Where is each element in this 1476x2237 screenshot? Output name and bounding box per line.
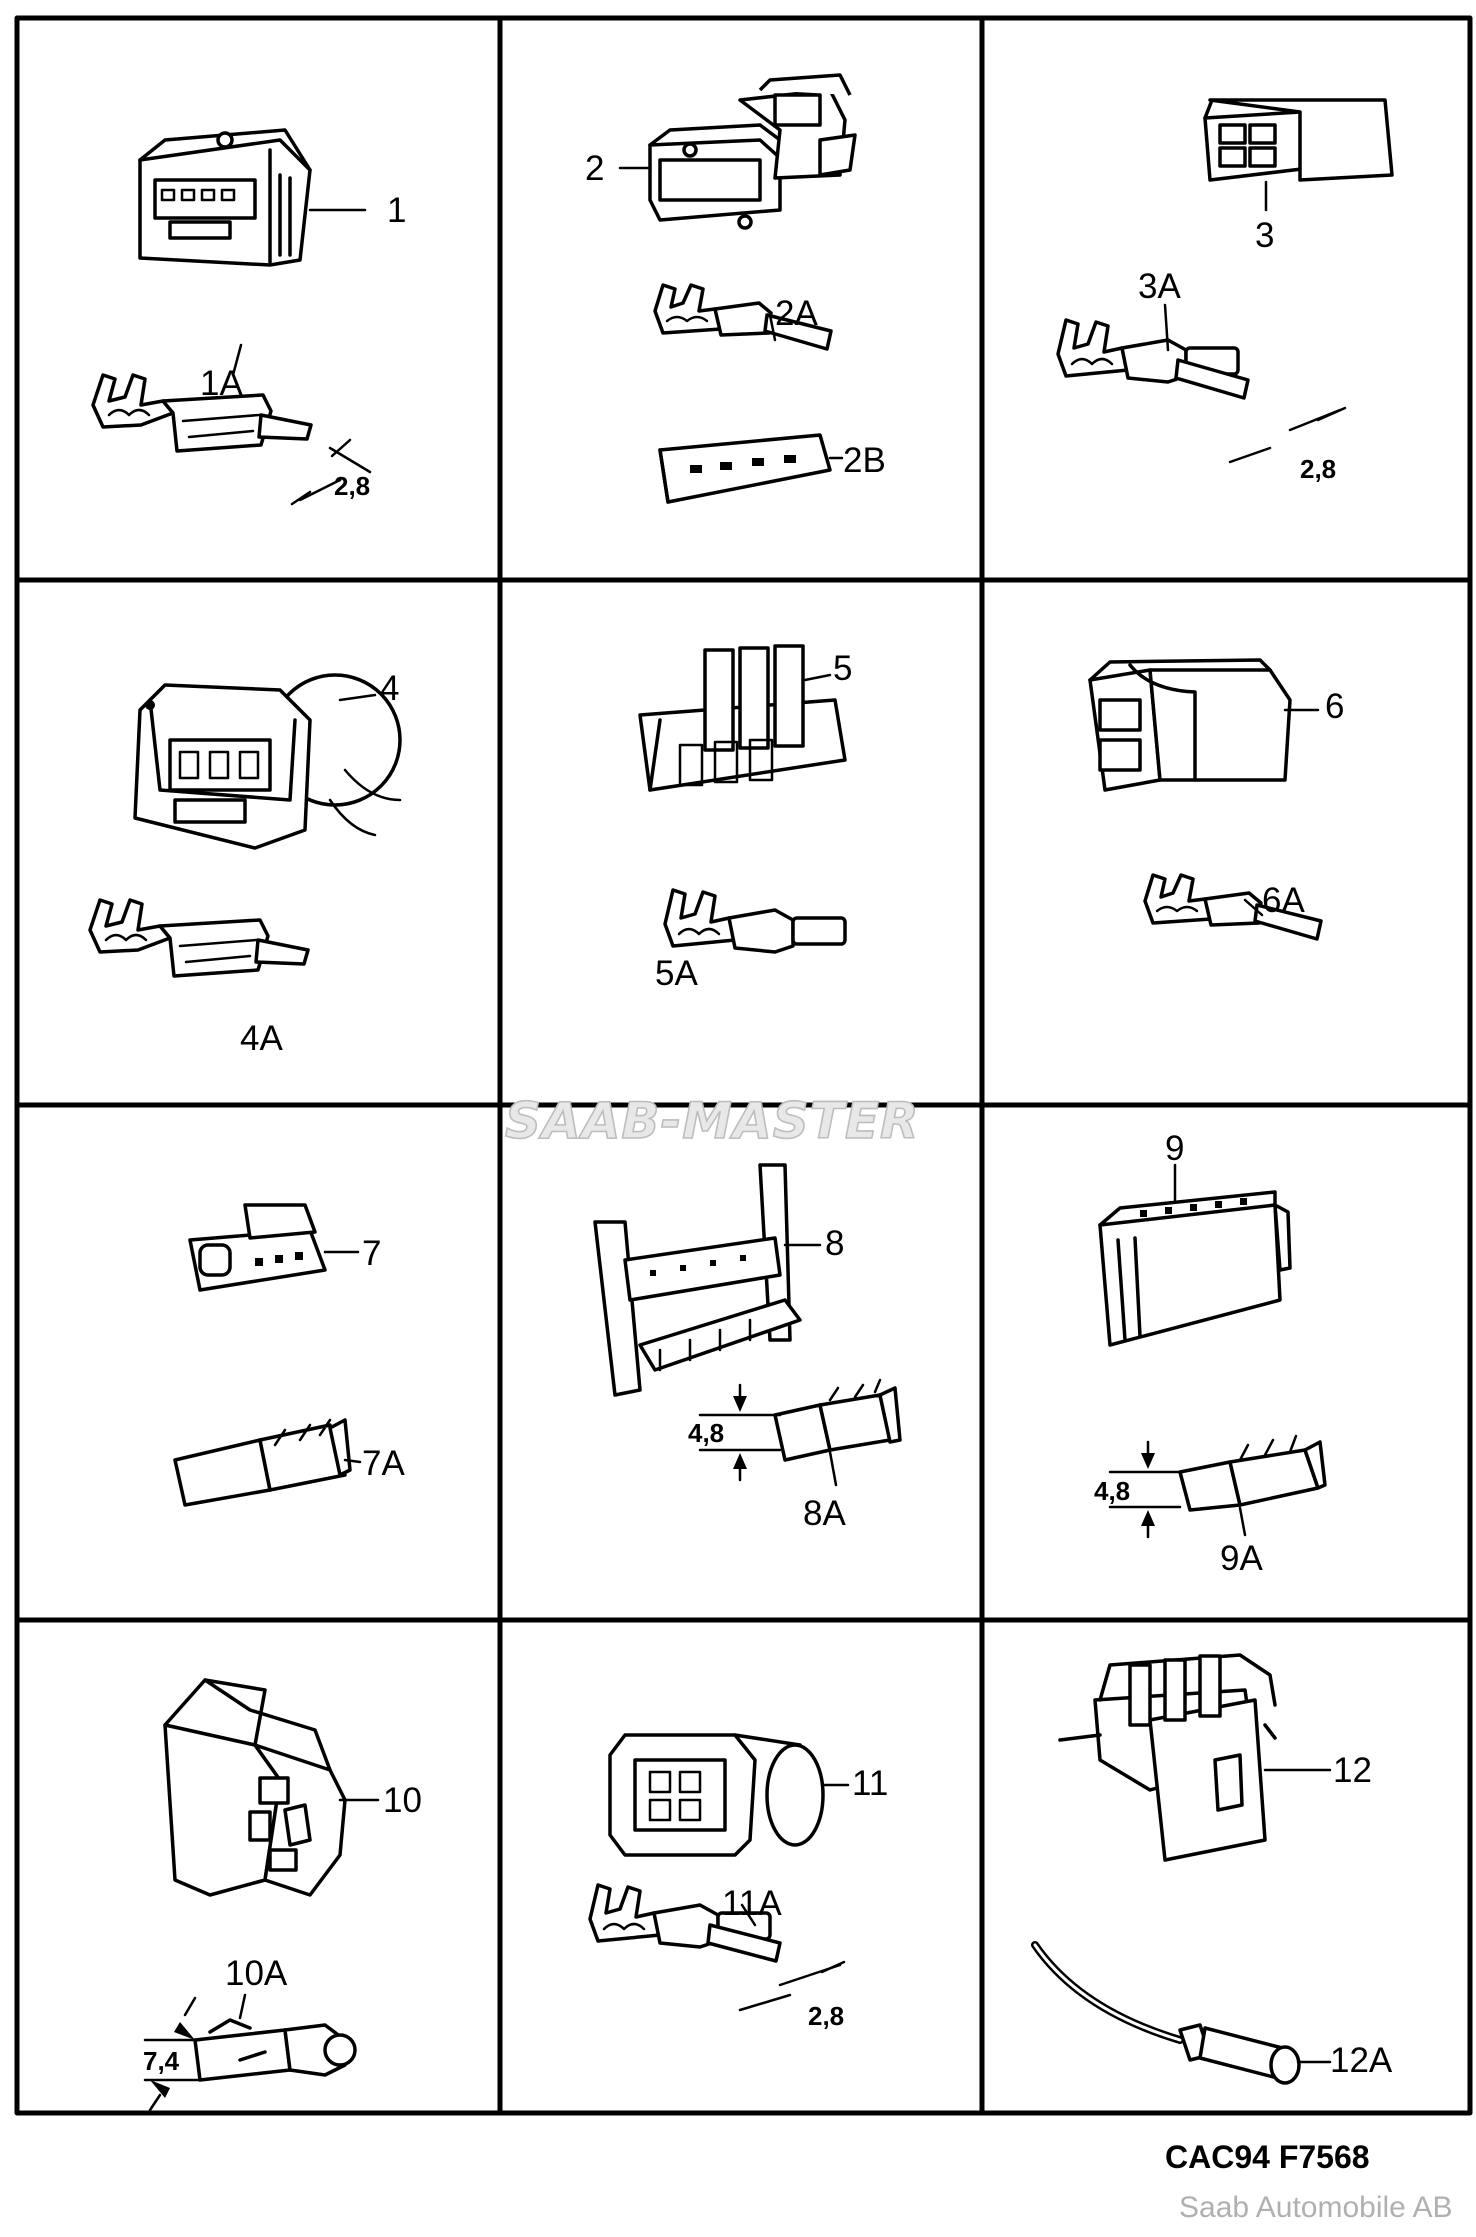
part-ref-6: 6 bbox=[1325, 687, 1344, 726]
panel-8: 8 4,8 8A bbox=[593, 1163, 902, 1533]
pin-width-dimension-10A bbox=[143, 1996, 202, 2112]
connector-7-drawing bbox=[188, 1203, 360, 1292]
terminal-8A-drawing bbox=[773, 1378, 902, 1487]
part-ref-4A: 4A bbox=[240, 1019, 283, 1058]
part-ref-11A: 11A bbox=[722, 1884, 782, 1923]
part-ref-10A: 10A bbox=[225, 1954, 288, 1993]
part-ref-1A: 1A bbox=[200, 364, 243, 403]
part-ref-12: 12 bbox=[1333, 1751, 1372, 1790]
terminal-9A-drawing bbox=[1178, 1434, 1327, 1537]
drawing-code: CAC94 F7568 bbox=[1165, 2139, 1370, 2175]
pin-width-dimension-9A bbox=[1108, 1440, 1182, 1539]
part-ref-8A: 8A bbox=[803, 1494, 846, 1533]
pin-width-dimension-1A bbox=[290, 438, 372, 506]
part-ref-9: 9 bbox=[1165, 1129, 1184, 1168]
pin-width-10A: 7,4 bbox=[143, 2046, 180, 2076]
part-ref-6A: 6A bbox=[1262, 881, 1305, 920]
part-ref-1: 1 bbox=[387, 191, 406, 230]
pin-width-11A: 2,8 bbox=[808, 2001, 844, 2031]
part-ref-4: 4 bbox=[380, 669, 399, 708]
panel-9: 9 4,8 9A bbox=[1094, 1129, 1327, 1578]
connector-11-drawing bbox=[608, 1733, 850, 1857]
part-ref-9A: 9A bbox=[1220, 1539, 1263, 1578]
connector-9-drawing bbox=[1098, 1163, 1292, 1347]
part-ref-2A: 2A bbox=[775, 294, 818, 333]
pin-width-dimension-11A bbox=[738, 1960, 846, 2012]
panel-11: 11 11A 2,8 bbox=[588, 1733, 888, 2031]
connector-1-drawing bbox=[138, 128, 367, 267]
part-ref-5: 5 bbox=[833, 649, 852, 688]
terminal-1A-drawing bbox=[91, 343, 313, 453]
part-ref-11: 11 bbox=[852, 1764, 888, 1803]
pin-width-1A: 2,8 bbox=[334, 471, 370, 501]
part-ref-10: 10 bbox=[383, 1781, 422, 1820]
terminal-3A-drawing bbox=[1056, 318, 1250, 400]
terminal-10A-drawing bbox=[193, 1993, 357, 2082]
connector-6-drawing bbox=[1088, 658, 1320, 792]
part-ref-7A: 7A bbox=[362, 1444, 405, 1483]
part-ref-5A: 5A bbox=[655, 954, 698, 993]
pin-width-8A: 4,8 bbox=[688, 1418, 724, 1448]
terminal-5A-drawing bbox=[663, 888, 847, 954]
connector-2-drawing bbox=[618, 73, 857, 230]
pin-width-3A: 2,8 bbox=[1300, 454, 1336, 484]
terminal-block-2B-drawing bbox=[658, 433, 844, 504]
pin-width-dimension-8A bbox=[698, 1383, 782, 1482]
panel-2: 2 2A 2B bbox=[585, 73, 886, 504]
panel-10: 10 7,4 10A bbox=[143, 1678, 422, 2112]
part-ref-7: 7 bbox=[362, 1234, 381, 1273]
copyright-notice: Saab Automobile AB bbox=[1179, 2191, 1453, 2224]
part-ref-12A: 12A bbox=[1330, 2041, 1393, 2080]
part-ref-8: 8 bbox=[825, 1224, 844, 1263]
panel-12: 12 12A bbox=[1031, 1653, 1393, 2085]
connector-10-drawing bbox=[163, 1678, 380, 1897]
saab-master-watermark: SAAB-MASTER bbox=[505, 1092, 920, 1150]
part-ref-3A: 3A bbox=[1138, 267, 1181, 306]
panel-1: 1 1A 2,8 bbox=[91, 128, 406, 506]
panel-7: 7 7A bbox=[173, 1203, 405, 1507]
panel-4: 4 4A bbox=[88, 669, 402, 1058]
connector-5-drawing bbox=[638, 644, 847, 792]
part-ref-3: 3 bbox=[1255, 216, 1274, 255]
terminal-11A-drawing bbox=[588, 1883, 782, 1963]
terminal-7A-drawing bbox=[173, 1418, 362, 1507]
part-ref-2B: 2B bbox=[843, 441, 886, 480]
connector-12-drawing bbox=[1058, 1653, 1332, 1862]
pin-width-9A: 4,8 bbox=[1094, 1476, 1130, 1506]
lead-12A-drawing bbox=[1031, 1941, 1332, 2085]
part-ref-2: 2 bbox=[585, 149, 604, 188]
panel-6: 6 6A bbox=[1088, 658, 1344, 941]
connector-8-drawing bbox=[593, 1163, 822, 1397]
connector-4-drawing bbox=[133, 673, 402, 850]
panel-3: 3 3A 2,8 bbox=[1056, 98, 1394, 484]
panel-5: 5 5A bbox=[638, 644, 852, 993]
connector-3-drawing bbox=[1203, 98, 1394, 212]
pin-width-dimension-3A bbox=[1228, 406, 1347, 464]
terminal-4A-drawing bbox=[88, 898, 310, 978]
panel-grid bbox=[14, 15, 1473, 2116]
